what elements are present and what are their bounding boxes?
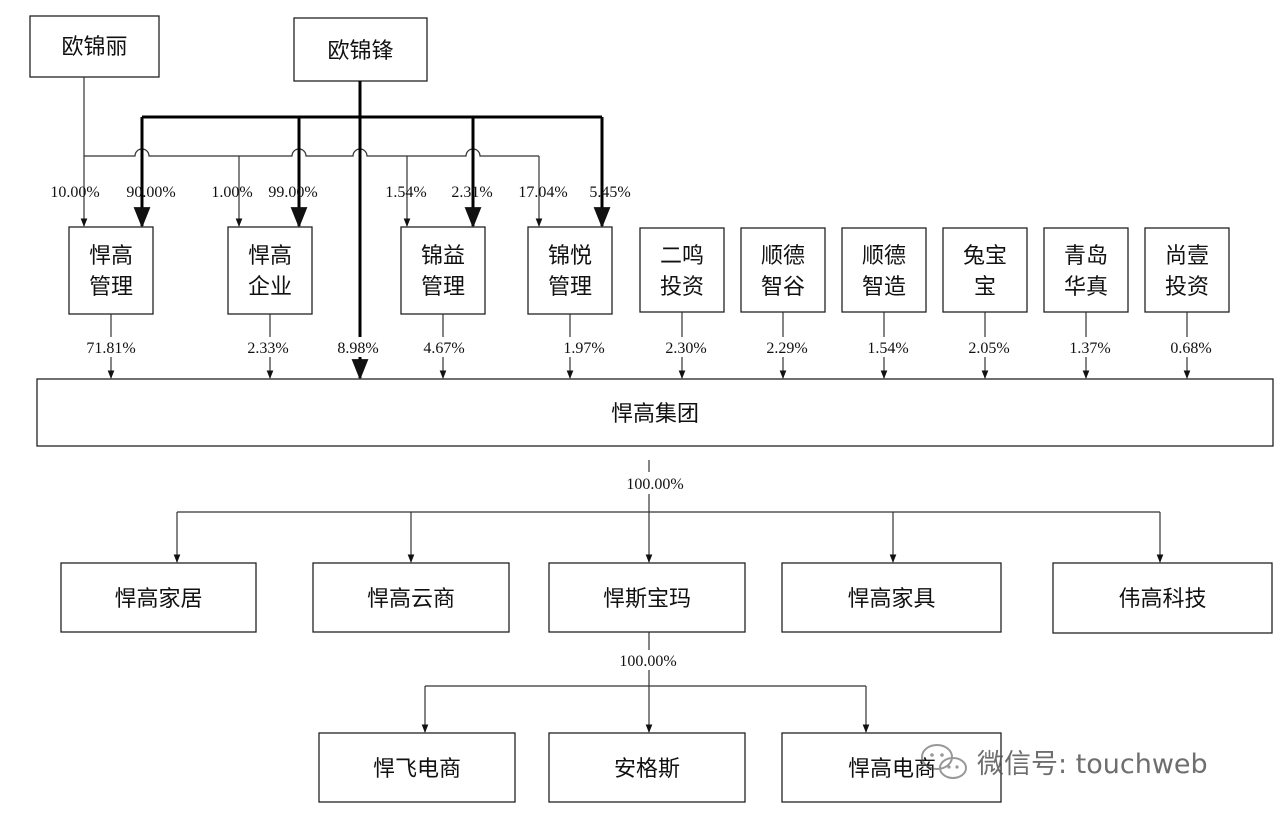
entity-jinyi-guanli: 锦益 管理	[400, 226, 486, 315]
hangao-dianshang-label: 悍高电商	[848, 757, 936, 782]
subsidiary-hangao-yunshang-label: 悍高云商	[367, 587, 455, 612]
pct-jinli-jinyue-guanli: 17.04%	[518, 184, 567, 201]
pct-jinli-hangao-guanli: 10.00%	[50, 184, 99, 201]
shareholder-qingdao-huazhen: 青岛 华真	[1043, 227, 1129, 313]
owner-ou-jinli-label: 欧锦丽	[61, 35, 127, 60]
entity-hangao-guanli-line1: 悍高	[89, 244, 133, 269]
owner-ou-jinfeng-label: 欧锦锋	[327, 39, 393, 64]
subsidiary-hansi-baoma-label: 悍斯宝玛	[603, 587, 691, 612]
subsidiary-weigao-keji: 伟高科技	[1052, 562, 1273, 634]
entity-jinyue-guanli-line2: 管理	[548, 275, 592, 300]
second-level-hangao-dianshang: 悍高电商	[781, 732, 1002, 803]
shareholder-erming-touzi: 二鸣 投资	[639, 227, 725, 313]
subsidiary-hangao-jiaju-furniture: 悍高家具	[781, 562, 1002, 633]
group-to-subsidiaries-connector	[173, 460, 1164, 563]
entity-jinyue-guanli-line1: 锦悦	[548, 244, 592, 269]
entity-hangao-qiye-line2: 企业	[248, 275, 292, 300]
shareholder-zhizao-line2: 智造	[862, 275, 906, 300]
entity-hangao-qiye: 悍高 企业	[227, 226, 313, 315]
shareholder-tubaobao-line2: 宝	[974, 275, 996, 300]
shareholder-tubaobao-line1: 兔宝	[963, 244, 1007, 269]
ou-jinli-connector	[80, 77, 543, 227]
shareholder-erming-line2: 投资	[660, 275, 704, 300]
subsidiary-hangao-jiaju2-label: 悍高家具	[847, 587, 935, 612]
pct-huazhen-to-group: 1.37%	[1069, 340, 1110, 357]
pct-hangao-guanli-to-group: 71.81%	[86, 340, 135, 357]
shareholder-shunde-zhizao: 顺德 智造	[841, 227, 927, 313]
shareholder-huazhen-line1: 青岛	[1064, 244, 1108, 269]
shareholder-shunde-zhigu: 顺德 智谷	[740, 227, 826, 313]
pct-tubaobao-to-group: 2.05%	[968, 340, 1009, 357]
second-level-hanfei-dianshang: 悍飞电商	[318, 732, 516, 803]
pct-jinli-hangao-qiye: 1.00%	[211, 184, 252, 201]
group-hangao-jituan: 悍高集团	[36, 378, 1274, 447]
second-level-connector	[421, 632, 870, 733]
pct-to-group-labels: 71.81% 2.33% 8.98% 4.67% 1.97% 2.30% 2.2…	[72, 337, 1224, 357]
entity-hangao-guanli: 悍高 管理	[68, 226, 154, 315]
pct-jinfeng-hangao-guanli: 90.00%	[126, 184, 175, 201]
pct-jinli-jinyi-guanli: 1.54%	[385, 184, 426, 201]
pct-hansi-baoma-to-children: 100.00%	[619, 653, 676, 670]
owner-ou-jinfeng: 欧锦锋	[293, 17, 428, 82]
second-level-angesi: 安格斯	[548, 732, 746, 803]
shareholder-tubaobao: 兔宝 宝	[942, 227, 1028, 313]
entity-jinyue-guanli: 锦悦 管理	[527, 226, 613, 315]
pct-jinyi-to-group: 4.67%	[423, 340, 464, 357]
pct-jinfeng-jinyue-guanli: 5.45%	[589, 184, 630, 201]
entity-hangao-qiye-line1: 悍高	[248, 244, 292, 269]
pct-zhigu-to-group: 2.29%	[766, 340, 807, 357]
shareholder-shangyi-touzi: 尚壹 投资	[1144, 227, 1230, 313]
angesi-label: 安格斯	[614, 757, 680, 782]
wechat-icon	[921, 744, 967, 779]
entity-hangao-guanli-line2: 管理	[89, 275, 133, 300]
subsidiary-hangao-yunshang: 悍高云商	[312, 562, 510, 633]
hanfei-dianshang-label: 悍飞电商	[373, 757, 461, 782]
entity-jinyi-guanli-line1: 锦益	[421, 244, 465, 269]
pct-ou-jinfeng-to-group: 8.98%	[337, 340, 378, 357]
owner-ou-jinli: 欧锦丽	[29, 15, 160, 78]
entity-jinyi-guanli-line2: 管理	[421, 275, 465, 300]
shareholder-shangyi-line2: 投资	[1165, 275, 1209, 300]
group-name: 悍高集团	[611, 402, 699, 427]
pct-hangao-qiye-to-group: 2.33%	[247, 340, 288, 357]
subsidiary-hangao-jiaju-label: 悍高家居	[114, 587, 202, 612]
pct-jinfeng-jinyi-guanli: 2.31%	[451, 184, 492, 201]
shareholder-zhigu-line1: 顺德	[761, 244, 805, 269]
shareholder-huazhen-line2: 华真	[1064, 275, 1108, 300]
watermark-text: 微信号: touchweb	[977, 749, 1208, 780]
shareholder-erming-line1: 二鸣	[660, 244, 704, 269]
pct-jinfeng-hangao-qiye: 99.00%	[268, 184, 317, 201]
ou-jinfeng-connector	[133, 81, 611, 381]
shareholder-zhizao-line1: 顺德	[862, 244, 906, 269]
subsidiary-hangao-jiaju: 悍高家居	[60, 562, 257, 633]
pct-shangyi-to-group: 0.68%	[1170, 340, 1211, 357]
pct-jinyue-to-group: 1.97%	[563, 340, 604, 357]
pct-zhizao-to-group: 1.54%	[867, 340, 908, 357]
pct-erming-to-group: 2.30%	[665, 340, 706, 357]
subsidiary-weigao-keji-label: 伟高科技	[1118, 587, 1206, 612]
pct-group-to-subsidiaries: 100.00%	[626, 476, 683, 493]
shareholder-shangyi-line1: 尚壹	[1165, 244, 1209, 269]
watermark: 微信号: touchweb	[921, 744, 1208, 780]
subsidiary-hansi-baoma: 悍斯宝玛	[548, 562, 746, 633]
shareholder-zhigu-line2: 智谷	[761, 275, 805, 300]
